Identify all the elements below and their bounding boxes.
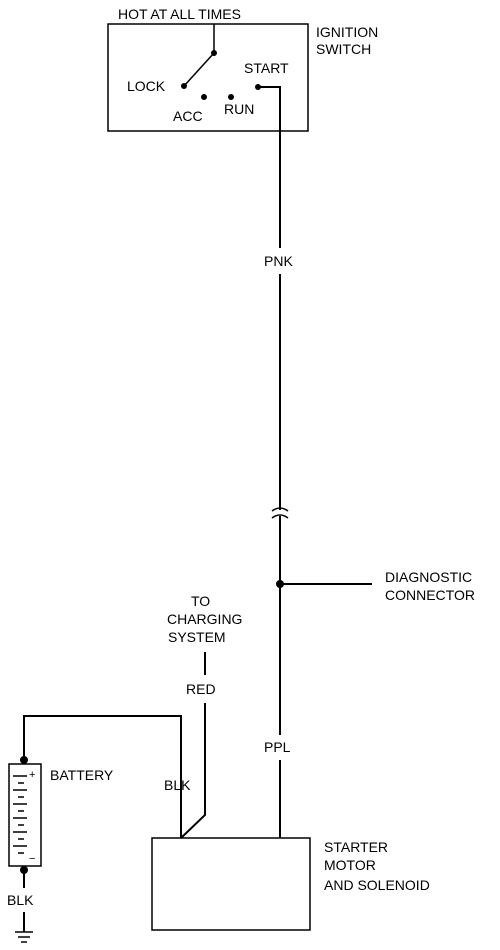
to-charging-label-line1: TO bbox=[191, 593, 210, 609]
to-charging-label-line2: CHARGING bbox=[167, 611, 242, 627]
start-circuit-wire: PNK PPL bbox=[258, 86, 372, 838]
battery-positive-symbol: + bbox=[29, 769, 35, 781]
pnk-wire-upper bbox=[258, 86, 281, 248]
starter-label-line3: AND SOLENOID bbox=[324, 877, 430, 893]
starter-label-line1: STARTER bbox=[324, 839, 388, 855]
start-position-label: START bbox=[244, 60, 289, 76]
acc-position-label: ACC bbox=[173, 108, 203, 124]
run-contact bbox=[228, 94, 234, 100]
switch-blade bbox=[183, 52, 215, 87]
blk-ground-wire-label: BLK bbox=[7, 892, 34, 908]
starter-label-line2: MOTOR bbox=[324, 857, 376, 873]
diagnostic-connector-label-line1: DIAGNOSTIC bbox=[385, 569, 472, 585]
starter-box bbox=[151, 837, 311, 931]
acc-contact bbox=[201, 94, 207, 100]
inline-connector-lower bbox=[271, 514, 289, 519]
to-charging-label-line3: SYSTEM bbox=[168, 629, 226, 645]
lock-position-label: LOCK bbox=[127, 78, 166, 94]
run-position-label: RUN bbox=[224, 101, 254, 117]
diagnostic-connector-label-line2: CONNECTOR bbox=[385, 587, 475, 603]
ignition-switch-label-line2: SWITCH bbox=[316, 41, 371, 57]
starter-motor-solenoid: STARTER MOTOR AND SOLENOID bbox=[151, 837, 430, 931]
inline-connector-upper bbox=[271, 507, 289, 512]
battery: + − BATTERY BLK bbox=[7, 756, 114, 943]
charging-system-feed: TO CHARGING SYSTEM RED bbox=[167, 593, 242, 839]
ignition-switch-label-line1: IGNITION bbox=[316, 24, 378, 40]
battery-positive-terminal bbox=[20, 756, 28, 764]
lock-contact bbox=[181, 83, 187, 89]
blk-positive-wire-label: BLK bbox=[164, 777, 191, 793]
ground-icon bbox=[15, 931, 33, 943]
hot-at-all-times-label: HOT AT ALL TIMES bbox=[118, 6, 241, 22]
battery-positive-cable: BLK bbox=[23, 715, 191, 838]
battery-body bbox=[8, 763, 42, 867]
diagnostic-connector: DIAGNOSTIC CONNECTOR bbox=[385, 569, 475, 603]
battery-label: BATTERY bbox=[50, 767, 114, 783]
ppl-wire-label: PPL bbox=[264, 739, 291, 755]
battery-negative-symbol: − bbox=[29, 853, 35, 865]
battery-cells bbox=[13, 775, 27, 854]
red-wire-lower bbox=[180, 703, 206, 839]
ignition-switch: HOT AT ALL TIMES IGNITION SWITCH LOCK AC… bbox=[107, 6, 378, 132]
blk-battery-positive-wire bbox=[23, 715, 182, 838]
red-wire-label: RED bbox=[186, 681, 216, 697]
ignition-switch-box bbox=[107, 23, 309, 132]
pnk-wire-label: PNK bbox=[264, 253, 293, 269]
